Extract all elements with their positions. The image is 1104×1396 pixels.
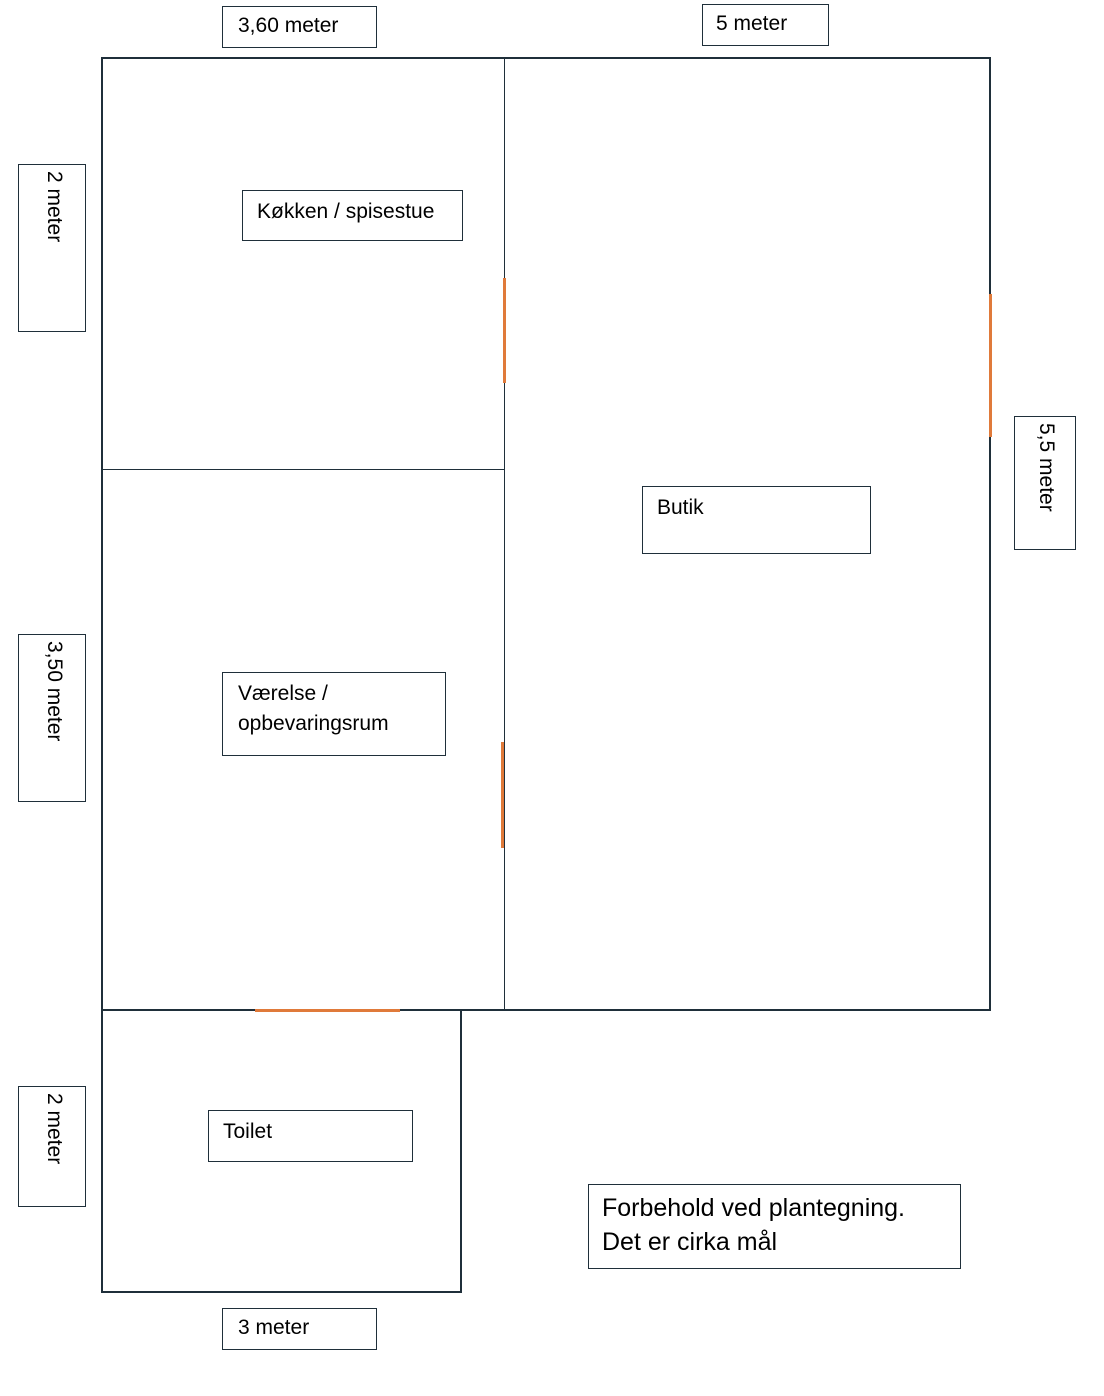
outer-wall-bottom	[101, 1009, 991, 1011]
disclaimer-line-2: Det er cirka mål	[602, 1228, 778, 1256]
dimension-left-middle: 3,50 meter	[18, 634, 86, 802]
door-bedroom-shop	[501, 742, 504, 848]
toilet-wall-right	[460, 1009, 462, 1293]
dimension-right: 5,5 meter	[1014, 416, 1076, 550]
outer-wall-left	[101, 57, 103, 1293]
room-label-kitchen: Køkken / spisestue	[242, 190, 463, 241]
dimension-left-upper-text: 2 meter	[43, 171, 66, 243]
disclaimer-line-1: Forbehold ved plantegning.	[602, 1194, 906, 1222]
dimension-left-middle-text: 3,50 meter	[43, 641, 66, 742]
door-toilet	[255, 1009, 400, 1012]
room-label-toilet: Toilet	[208, 1110, 413, 1162]
outer-wall-top	[101, 57, 991, 59]
room-label-bedroom: Værelse / opbevaringsrum	[222, 672, 446, 756]
dimension-right-text: 5,5 meter	[1035, 423, 1058, 512]
dimension-top-right: 5 meter	[702, 4, 829, 46]
interior-wall-vertical	[504, 58, 505, 1010]
toilet-wall-bottom	[101, 1291, 462, 1293]
dimension-left-lower-text: 2 meter	[43, 1093, 66, 1165]
interior-wall-horizontal	[102, 469, 504, 470]
disclaimer-note: Forbehold ved plantegning. Det er cirka …	[588, 1184, 961, 1269]
room-label-shop: Butik	[642, 486, 871, 554]
outer-wall-right	[989, 57, 991, 1011]
dimension-bottom: 3 meter	[222, 1308, 377, 1350]
dimension-left-upper: 2 meter	[18, 164, 86, 332]
dimension-top-left: 3,60 meter	[222, 6, 377, 48]
door-kitchen-shop	[503, 278, 506, 383]
dimension-left-lower: 2 meter	[18, 1086, 86, 1207]
door-shop-entrance	[989, 294, 992, 437]
